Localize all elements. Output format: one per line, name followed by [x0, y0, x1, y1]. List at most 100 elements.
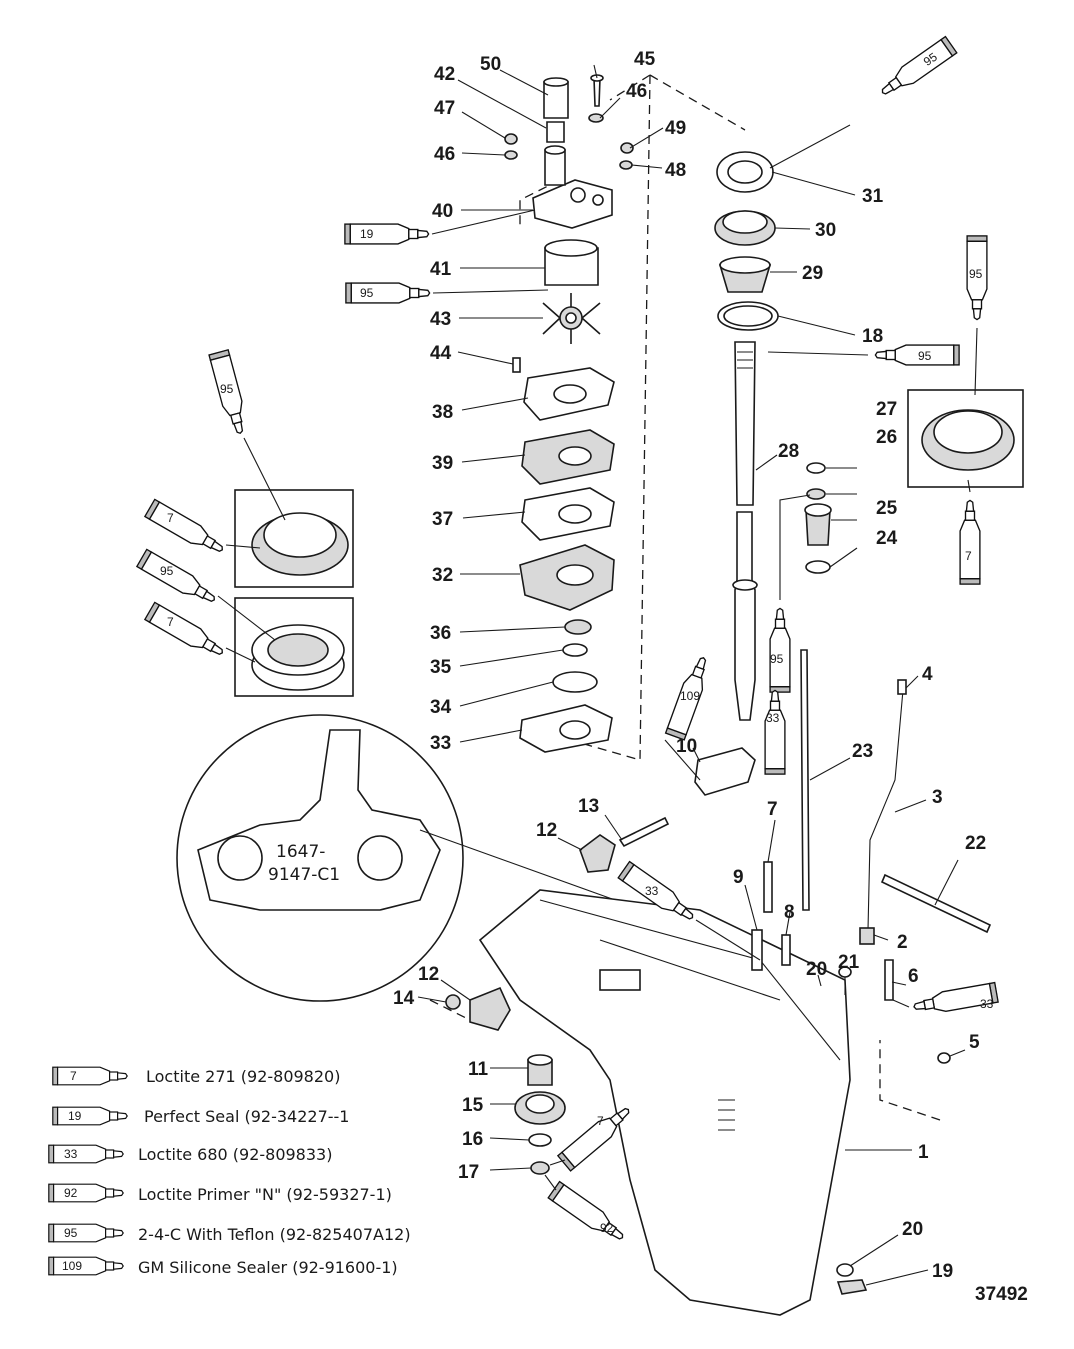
tube-7-icon [144, 498, 228, 560]
legend-row: 95 2-4-C With Teflon (92-825407A12) [48, 1223, 411, 1244]
callout: 14 [393, 988, 415, 1009]
callout-leader-lines [417, 64, 966, 1286]
callout: 24 [876, 528, 898, 549]
legend-text: 2-4-C With Teflon (92-825407A12) [138, 1225, 411, 1244]
svg-text:95: 95 [360, 286, 374, 300]
svg-text:7: 7 [70, 1069, 77, 1083]
svg-text:33: 33 [766, 711, 780, 725]
callout: 7 [767, 799, 778, 820]
tube-95-icon: 95 [876, 35, 958, 102]
svg-text:92: 92 [600, 1221, 614, 1235]
svg-text:92: 92 [64, 1186, 78, 1200]
tube-95-icon: 95 [345, 282, 549, 304]
svg-text:95: 95 [160, 564, 174, 578]
tube-33-icon [764, 689, 786, 775]
legend-row: 92 Loctite Primer "N" (92-59327-1) [48, 1183, 392, 1204]
callout: 27 [876, 399, 897, 420]
callout: 49 [665, 118, 686, 139]
callout: 25 [876, 498, 898, 519]
callout: 1 [918, 1142, 929, 1163]
stamp-line-2: 9147-C1 [268, 865, 340, 885]
callout: 15 [462, 1095, 484, 1116]
callout: 33 [430, 733, 451, 754]
seal-detail-boxes [234, 389, 1024, 697]
legend-row: 19 Perfect Seal (92-34227--1 [52, 1106, 349, 1126]
callout: 42 [434, 64, 455, 85]
callout: 4 [922, 664, 933, 685]
svg-text:19: 19 [360, 227, 374, 241]
callout: 37 [432, 509, 453, 530]
callout: 13 [578, 796, 599, 817]
callout: 48 [665, 160, 686, 181]
callout: 10 [676, 736, 697, 757]
callout: 32 [432, 565, 453, 586]
callout: 11 [468, 1059, 489, 1080]
svg-text:109: 109 [62, 1259, 82, 1273]
callout: 41 [430, 259, 452, 280]
tube-92-icon [547, 1180, 629, 1247]
callout: 28 [778, 441, 799, 462]
svg-text:7: 7 [965, 549, 972, 563]
callout: 12 [536, 820, 557, 841]
gear-housing [445, 747, 868, 1316]
callout: 3 [932, 787, 943, 808]
tube-95-icon [769, 607, 791, 693]
callout-numbers: 50 45 42 46 47 49 46 48 40 41 43 44 38 3… [393, 49, 986, 1282]
callout: 8 [784, 902, 795, 923]
figure-number: 37492 [975, 1284, 1028, 1305]
callout: 6 [908, 966, 919, 987]
callout: 40 [432, 201, 453, 222]
callout: 50 [480, 54, 501, 75]
callout: 17 [458, 1162, 479, 1183]
legend-row: 33 Loctite 680 (92-809833) [48, 1144, 332, 1164]
callout: 30 [815, 220, 836, 241]
svg-text:95: 95 [64, 1226, 78, 1240]
driveshaft-parts [714, 151, 992, 1064]
water-pump-parts [504, 74, 634, 753]
compound-tubes: 19 95 95 95 95 7 [136, 35, 999, 1247]
legend-row: 109 GM Silicone Sealer (92-91600-1) [48, 1256, 398, 1277]
callout: 16 [462, 1129, 483, 1150]
callout: 44 [430, 343, 452, 364]
svg-text:33: 33 [645, 884, 659, 898]
callout: 46 [626, 81, 647, 102]
callout: 2 [897, 932, 908, 953]
callout: 31 [862, 186, 884, 207]
legend-text: GM Silicone Sealer (92-91600-1) [138, 1258, 398, 1277]
legend-text: Loctite 680 (92-809833) [138, 1145, 332, 1164]
legend-text: Loctite 271 (92-809820) [146, 1067, 340, 1086]
svg-text:95: 95 [918, 349, 932, 363]
svg-text:19: 19 [68, 1109, 82, 1123]
callout: 20 [806, 959, 827, 980]
compound-legend: 7 Loctite 271 (92-809820) 19 Perfect Sea… [48, 1066, 411, 1277]
callout: 26 [876, 427, 897, 448]
callout: 9 [733, 867, 744, 888]
svg-text:7: 7 [597, 1114, 604, 1128]
tube-95-icon [48, 1223, 124, 1243]
legend-text: Loctite Primer "N" (92-59327-1) [138, 1185, 392, 1204]
callout: 22 [965, 833, 986, 854]
callout: 45 [634, 49, 656, 70]
callout: 39 [432, 453, 453, 474]
stamp-detail-magnifier [176, 714, 616, 1002]
stamp-line-1: 1647- [276, 842, 325, 862]
svg-text:109: 109 [680, 689, 700, 703]
svg-text:95: 95 [969, 267, 983, 281]
tube-92-icon [48, 1183, 124, 1203]
callout: 38 [432, 402, 453, 423]
callout: 12 [418, 964, 439, 985]
svg-text:7: 7 [167, 511, 174, 525]
callout: 5 [969, 1032, 980, 1053]
tube-7-icon [52, 1066, 128, 1086]
svg-text:95: 95 [770, 652, 784, 666]
callout: 34 [430, 697, 452, 718]
svg-text:7: 7 [167, 615, 174, 629]
tube-7-icon [959, 499, 981, 585]
svg-text:33: 33 [980, 997, 994, 1011]
tube-19-icon: 19 [344, 209, 536, 245]
tube-109-icon [48, 1256, 124, 1276]
legend-text: Perfect Seal (92-34227--1 [144, 1107, 349, 1126]
tube-33-icon [48, 1144, 124, 1164]
callout: 20 [902, 1219, 923, 1240]
